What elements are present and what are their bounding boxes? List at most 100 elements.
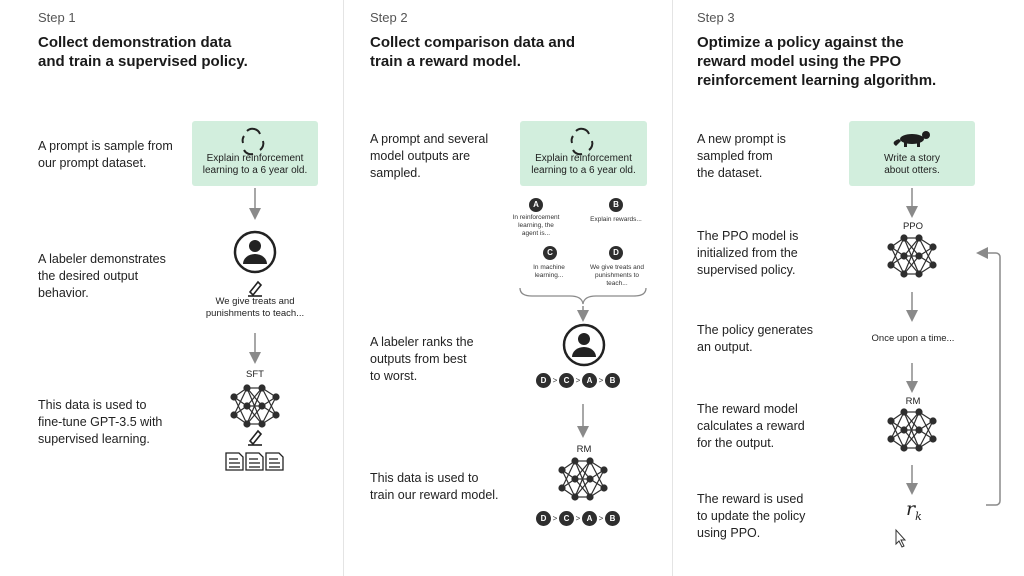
- step-1-net-label: SFT: [246, 369, 264, 380]
- rank-sep: >: [552, 514, 558, 524]
- network-node: [558, 484, 566, 492]
- network-node: [887, 417, 895, 425]
- step-3-ppo-label: PPO: [902, 221, 924, 232]
- network-edge: [246, 405, 263, 425]
- pencil-icon: [248, 280, 263, 297]
- labeler-avatar-icon: [233, 230, 277, 274]
- step-2-net-label: RM: [576, 444, 592, 455]
- output-b-badge: B: [609, 198, 623, 212]
- dataset-refresh-icon: [570, 127, 594, 156]
- output-a-badge: A: [529, 198, 543, 212]
- document-stack-icon: [225, 452, 284, 471]
- network-edge: [574, 460, 591, 480]
- output-b-text: Explain rewards...: [590, 216, 642, 223]
- network-edge: [574, 460, 591, 498]
- network-edge: [890, 237, 905, 266]
- network-edge: [261, 396, 277, 425]
- ppo-network-icon: [887, 234, 937, 278]
- network-edge: [890, 411, 905, 440]
- network-node: [929, 261, 937, 269]
- column-divider-1: [343, 0, 344, 576]
- rank-sep: >: [552, 376, 558, 386]
- network-node: [900, 408, 908, 416]
- column-divider-2: [672, 0, 673, 576]
- network-node: [243, 384, 251, 392]
- network-edge: [903, 411, 920, 449]
- dataset-refresh-icon: [241, 127, 265, 156]
- network-node: [600, 466, 608, 474]
- network-node: [230, 393, 238, 401]
- rank-item: C: [559, 373, 574, 389]
- network-node: [900, 252, 908, 260]
- network-edge: [246, 387, 263, 407]
- network-edge: [574, 478, 591, 498]
- rank-sep: >: [575, 514, 581, 524]
- network-node: [230, 411, 238, 419]
- network-node: [900, 444, 908, 452]
- ranking-row-2: D>C>A>B: [536, 510, 620, 527]
- network-node: [243, 420, 251, 428]
- step-3-rm-label: RM: [905, 396, 921, 407]
- network-edge: [246, 387, 263, 425]
- rank-item: B: [605, 511, 620, 527]
- network-node: [900, 234, 908, 242]
- rank-sep: >: [598, 514, 604, 524]
- network-edge: [918, 246, 934, 275]
- network-edge: [918, 420, 934, 449]
- network-node: [900, 270, 908, 278]
- network-node: [915, 270, 923, 278]
- reward-symbol: rk: [906, 498, 922, 523]
- rank-sep: >: [575, 376, 581, 386]
- network-node: [586, 475, 594, 483]
- rank-item: A: [582, 373, 597, 389]
- labeler-avatar-icon: [562, 323, 606, 367]
- network-node: [586, 457, 594, 465]
- step-1-label: Step 1: [38, 10, 76, 25]
- feedback-loop-arrow: [976, 247, 1001, 506]
- network-node: [258, 420, 266, 428]
- network-node: [915, 252, 923, 260]
- outputs-brace: [519, 287, 647, 305]
- network-edge: [233, 387, 248, 416]
- rank-sep: >: [598, 376, 604, 386]
- network-node: [258, 402, 266, 410]
- network-edge: [589, 469, 605, 498]
- network-edge: [903, 429, 920, 449]
- network-node: [929, 417, 937, 425]
- network-node: [272, 393, 280, 401]
- network-node: [887, 243, 895, 251]
- network-node: [258, 384, 266, 392]
- rm-network-icon: [558, 457, 608, 501]
- network-node: [915, 408, 923, 416]
- mouse-cursor-icon: [895, 528, 907, 548]
- network-node: [586, 493, 594, 501]
- sft-network-icon: [230, 384, 280, 428]
- network-node: [915, 426, 923, 434]
- network-node: [915, 234, 923, 242]
- network-node: [929, 243, 937, 251]
- step-2-label: Step 2: [370, 10, 408, 25]
- network-edge: [903, 237, 920, 257]
- rm-network-icon: [887, 408, 937, 452]
